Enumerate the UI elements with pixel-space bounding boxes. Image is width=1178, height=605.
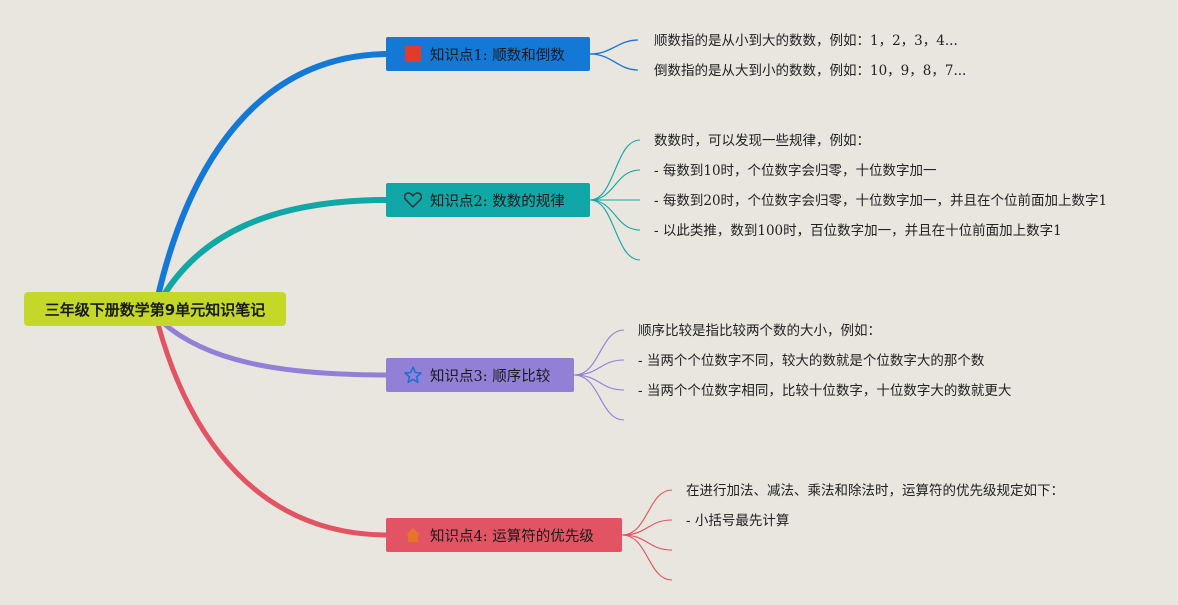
topic-label: 知识点4: 运算符的优先级 (430, 528, 594, 545)
topic-label: 知识点2: 数数的规律 (430, 193, 565, 210)
house-icon (404, 526, 422, 544)
note-text: 数数时，可以发现一些规律，例如： (654, 133, 870, 149)
topic-node-1[interactable]: 知识点1: 顺数和倒数 (386, 37, 590, 71)
note-text: 顺序比较是指比较两个数的大小，例如： (638, 323, 881, 339)
star-outline-icon (404, 366, 422, 384)
note-text: - 每数到10时，个位数字会归零，十位数字加一 (654, 163, 937, 179)
root-topic[interactable]: 三年级下册数学第9单元知识笔记 (24, 292, 286, 326)
note-text: 在进行加法、减法、乘法和除法时，运算符的优先级规定如下： (686, 483, 1064, 499)
note-text: - 小括号最先计算 (686, 513, 790, 529)
heart-outline-icon (404, 191, 422, 209)
red-square-icon (404, 45, 422, 63)
note-text: 顺数指的是从小到大的数数，例如：1，2，3，4... (654, 33, 958, 49)
topic-node-4[interactable]: 知识点4: 运算符的优先级 (386, 518, 622, 552)
note-text: 倒数指的是从大到小的数数，例如：10，9，8，7... (654, 63, 967, 79)
topic-label: 知识点3: 顺序比较 (430, 368, 551, 385)
note-text: - 当两个个位数字不同，较大的数就是个位数字大的那个数 (638, 353, 985, 369)
note-text: - 每数到20时，个位数字会归零，十位数字加一，并且在个位前面加上数字1 (654, 193, 1108, 209)
note-text: - 当两个个位数字相同，比较十位数字，十位数字大的数就更大 (638, 383, 1012, 399)
topic-label: 知识点1: 顺数和倒数 (430, 47, 565, 64)
topic-node-3[interactable]: 知识点3: 顺序比较 (386, 358, 574, 392)
note-text: - 以此类推，数到100时，百位数字加一，并且在十位前面加上数字1 (654, 223, 1062, 239)
topic-node-2[interactable]: 知识点2: 数数的规律 (386, 183, 590, 217)
